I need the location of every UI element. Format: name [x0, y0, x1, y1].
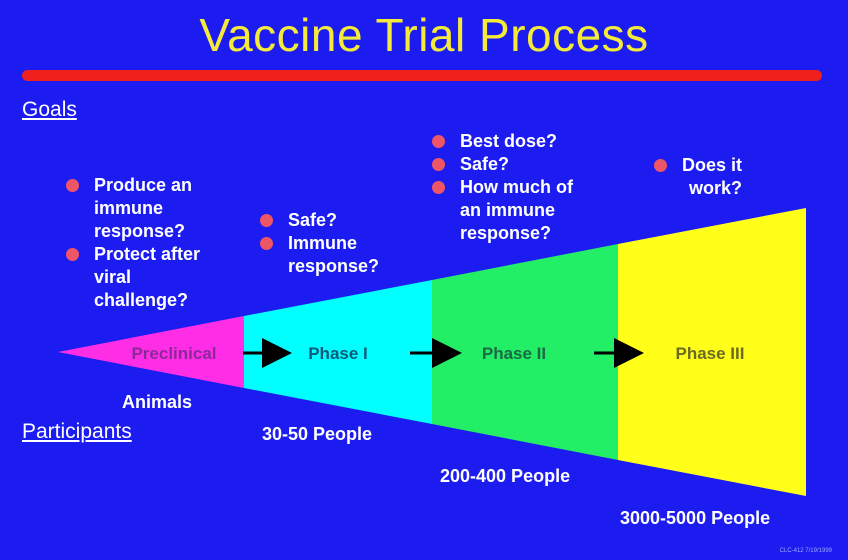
- goal-item: Safe?: [430, 153, 573, 176]
- goal-item: Immune response?: [258, 232, 379, 278]
- goal-item: Produce an immune response?: [64, 174, 200, 243]
- goals-phase2: Best dose? Safe? How much of an immune r…: [430, 130, 573, 245]
- bullet-icon: [432, 135, 445, 148]
- participants-preclinical: Animals: [122, 392, 193, 412]
- footer-code: CLC-412 7/19/1999: [779, 548, 832, 554]
- title-rule: [22, 70, 822, 81]
- bullet-icon: [432, 181, 445, 194]
- goals-phase1: Safe? Immune response?: [258, 209, 379, 278]
- bullet-icon: [432, 158, 445, 171]
- phase2-segment: [432, 244, 618, 460]
- participants-phase3: 3000-5000 People: [620, 508, 771, 528]
- preclinical-label: Preclinical: [131, 344, 216, 363]
- bullet-icon: [260, 237, 273, 250]
- slide-title: Vaccine Trial Process: [199, 9, 649, 61]
- bullet-icon: [66, 179, 79, 192]
- participants-phase1: 30-50 People: [262, 424, 373, 444]
- preclinical-segment: [58, 316, 244, 388]
- goals-phase3: Does it work?: [652, 154, 742, 200]
- goal-item: Protect after viral challenge?: [64, 243, 200, 312]
- phase1-label: Phase I: [308, 344, 368, 363]
- participants-heading: Participants: [22, 420, 132, 443]
- phase2-label: Phase II: [482, 344, 546, 363]
- goal-item: Safe?: [258, 209, 379, 232]
- goal-item: How much of an immune response?: [430, 176, 573, 245]
- phase3-segment: [618, 208, 806, 496]
- phase3-label: Phase III: [676, 344, 745, 363]
- goal-item: Does it work?: [652, 154, 742, 200]
- phase1-segment: [244, 280, 432, 424]
- goals-heading: Goals: [22, 98, 77, 121]
- bullet-icon: [654, 159, 667, 172]
- bullet-icon: [260, 214, 273, 227]
- participants-phase2: 200-400 People: [440, 466, 571, 486]
- goal-item: Best dose?: [430, 130, 573, 153]
- goals-preclinical: Produce an immune response? Protect afte…: [64, 174, 200, 312]
- bullet-icon: [66, 248, 79, 261]
